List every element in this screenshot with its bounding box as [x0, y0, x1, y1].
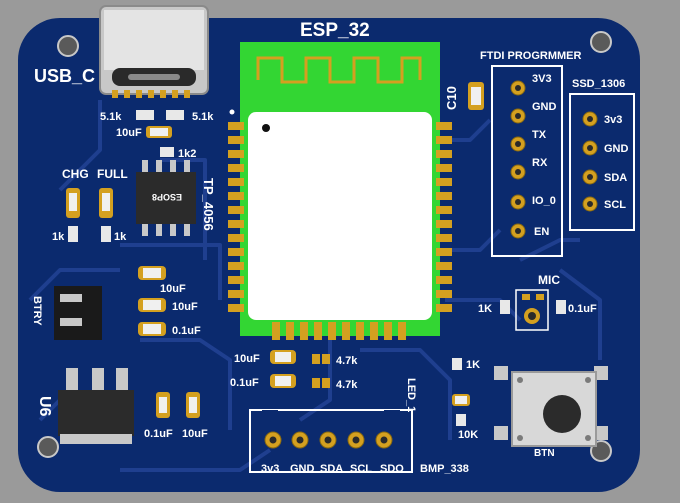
r-1k-right-label: 1k: [114, 231, 127, 243]
c10-capacitor: [468, 82, 484, 110]
c-10uf-esp-label: 10uF: [234, 353, 260, 365]
u6-regulator: [58, 368, 134, 444]
ssd-title: SSD_1306: [572, 78, 625, 90]
r-47k-b-label: 4.7k: [336, 379, 358, 391]
regulator-capacitors: [156, 392, 200, 418]
ssd-pin-label: 3v3: [604, 114, 622, 126]
bmp-pin-label: GND: [290, 463, 315, 475]
c-10uf-usb-label: 10uF: [116, 127, 142, 139]
esp32-label: ESP_32: [300, 20, 370, 41]
mounting-holes: [37, 31, 612, 462]
bmp-pin-label: 3v3: [261, 463, 279, 475]
r-1k-left-label: 1k: [52, 231, 65, 243]
ftdi-pin-label: IO_0: [532, 195, 556, 207]
copper-traces: [28, 100, 602, 472]
esp32-bottom-pads: [272, 322, 406, 340]
status-leds: [66, 188, 113, 242]
r-1k-mic-label: 1K: [478, 303, 492, 315]
bmp-connector: [249, 409, 413, 473]
tp4056-chip: [136, 160, 196, 236]
full-label: FULL: [97, 167, 128, 181]
esp32-module: [229, 42, 440, 336]
ftdi-pin-label: TX: [532, 129, 547, 141]
esp32-left-pads: [228, 122, 244, 312]
bmp-pad-holes: [269, 436, 388, 444]
battery-connector: [54, 286, 102, 340]
ftdi-pin-label: RX: [532, 157, 548, 169]
u6-label: U6: [36, 396, 53, 417]
c-01uf-esp-label: 0.1uF: [230, 377, 259, 389]
c-01uf-reg-label: 0.1uF: [144, 428, 173, 440]
esp-decoupling: [270, 350, 330, 388]
ftdi-pin-label: EN: [534, 226, 549, 238]
c10-label: C10: [444, 86, 459, 110]
power-capacitors: [138, 266, 166, 336]
usb-label: USB_C: [34, 66, 95, 86]
ssd-outline: [569, 93, 635, 231]
bmp-pin-label: SCL: [350, 463, 372, 475]
r-5k1-left-label: 5.1k: [100, 111, 122, 123]
bmp-pin-label: SDA: [320, 463, 343, 475]
r-5k1-right-label: 5.1k: [192, 111, 214, 123]
bmp-label: BMP_338: [420, 463, 469, 475]
btn-label: BTN: [534, 448, 555, 459]
btry-label: BTRY: [31, 296, 43, 326]
r-1k-led-label: 1K: [466, 359, 480, 371]
ssd-pin-label: SDA: [604, 172, 627, 184]
led1-label: LED_1: [405, 378, 417, 412]
c-01uf-a-label: 0.1uF: [172, 325, 201, 337]
esp32-right-pads: [436, 122, 452, 312]
ftdi-outline: [491, 65, 563, 257]
bmp-pads: [264, 431, 393, 449]
led1-group: [452, 358, 470, 426]
mic-label: MIC: [538, 273, 560, 287]
c-10uf-b-label: 10uF: [172, 301, 198, 313]
usb-resistors: [136, 110, 184, 157]
bmp-pin-label: SDO: [380, 463, 404, 475]
ssd-pad-holes: [587, 116, 593, 207]
usb-c-connector: [99, 5, 209, 98]
chg-label: CHG: [62, 167, 89, 181]
mic-component: [500, 289, 566, 331]
r-1k2-label: 1k2: [178, 148, 196, 160]
ftdi-title: FTDI PROGRMMER: [480, 50, 581, 62]
esop8-label: ESOP8: [152, 192, 182, 202]
r-47k-a-label: 4.7k: [336, 355, 358, 367]
ftdi-pin-label: 3V3: [532, 73, 552, 85]
tp4056-label: TP_4056: [201, 178, 216, 231]
c-10uf-a-label: 10uF: [160, 283, 186, 295]
tactile-button: [494, 366, 608, 447]
ftdi-pin-label: GND: [532, 101, 557, 113]
c-10uf-reg-label: 10uF: [182, 428, 208, 440]
ftdi-pad-holes: [515, 85, 521, 234]
r-10k-label: 10K: [458, 429, 478, 441]
ssd-pin-label: GND: [604, 143, 629, 155]
c-01uf-mic-label: 0.1uF: [568, 303, 597, 315]
ssd-pin-label: SCL: [604, 199, 626, 211]
